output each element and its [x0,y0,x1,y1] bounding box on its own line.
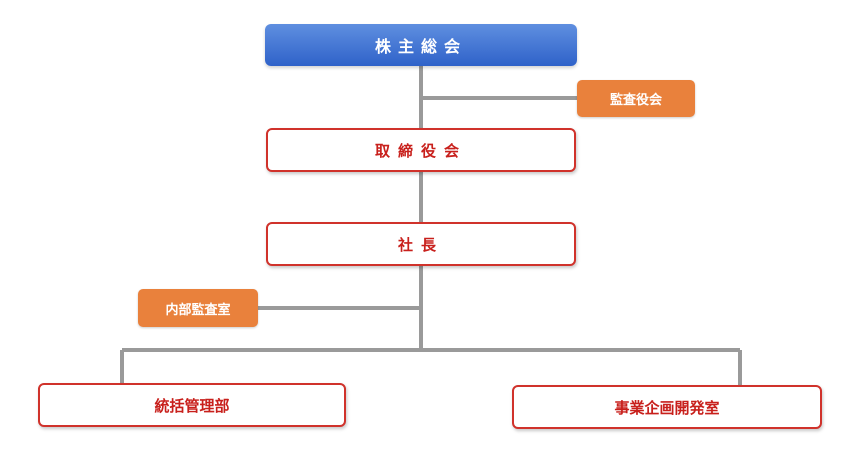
president-box: 社長 [266,222,576,266]
business-planning-box: 事業企画開発室 [512,385,822,429]
general-management-box: 統括管理部 [38,383,346,427]
auditors-box: 監査役会 [577,80,695,117]
shareholders-meeting-box: 株主総会 [265,24,577,66]
board-of-directors-box: 取締役会 [266,128,576,172]
internal-audit-box: 内部監査室 [138,289,258,327]
